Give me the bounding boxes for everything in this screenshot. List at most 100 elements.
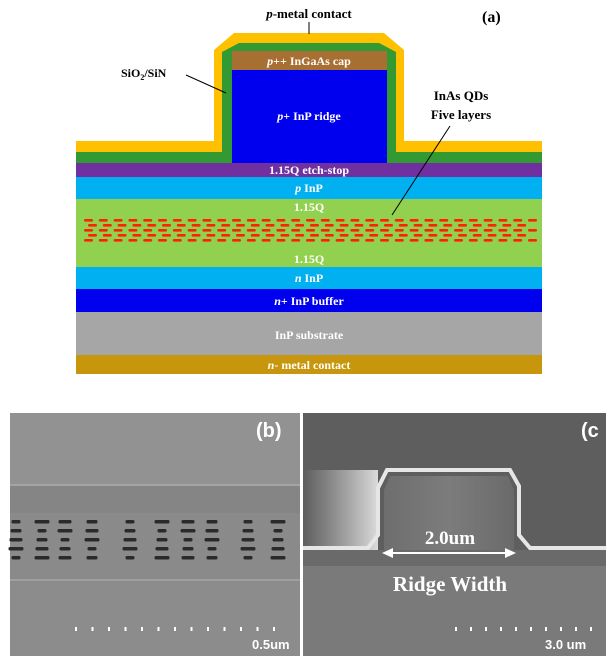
sem-dot: [125, 520, 135, 524]
scale-tick: [470, 627, 472, 631]
quantum-dot: [265, 224, 275, 227]
quantum-dot: [424, 239, 434, 242]
quantum-dot: [320, 239, 330, 242]
quantum-dot: [187, 239, 197, 242]
quantum-dot: [498, 229, 508, 232]
quantum-dot: [380, 239, 389, 242]
quantum-dot: [246, 239, 256, 242]
quantum-dot: [528, 239, 537, 242]
quantum-dot: [502, 224, 512, 227]
sem-dot: [271, 547, 285, 551]
quantum-dot: [310, 224, 319, 227]
etch-stop-label: 1.15Q etch-stop: [269, 163, 349, 177]
quantum-dot: [324, 234, 334, 237]
scale-tick: [223, 627, 226, 631]
quantum-dot: [102, 224, 112, 227]
quantum-dot: [384, 224, 393, 227]
ridge-width-value: 2.0um: [425, 528, 475, 549]
quantum-dot: [276, 229, 286, 232]
quantum-dot: [84, 239, 93, 242]
quantum-dot: [206, 224, 216, 227]
quantum-dot: [498, 239, 508, 242]
quantum-dot: [202, 229, 212, 232]
sem-dot: [9, 538, 23, 542]
quantum-dot: [409, 219, 419, 222]
panel-c-substrate: [303, 566, 606, 656]
sem-dot: [206, 520, 218, 524]
quantum-dot: [143, 219, 153, 222]
scale-tick: [91, 627, 94, 631]
quantum-dot: [365, 219, 375, 222]
quantum-dot: [502, 234, 512, 237]
quantum-dot: [88, 224, 97, 227]
quantum-dot: [202, 219, 212, 222]
quantum-dot: [143, 229, 153, 232]
quantum-dot: [369, 224, 379, 227]
quantum-dot: [424, 229, 434, 232]
quantum-dot: [369, 234, 379, 237]
sem-dot: [37, 529, 47, 533]
quantum-dot: [365, 239, 375, 242]
quantum-dot: [339, 234, 349, 237]
panel-a-label: (a): [482, 9, 501, 26]
scale-tick: [256, 627, 259, 631]
scale-tick: [500, 627, 502, 631]
sem-quantum-dots: [8, 520, 286, 560]
sem-dot: [182, 547, 194, 551]
quantum-dot: [528, 229, 537, 232]
quantum-dot: [513, 229, 523, 232]
sem-dot: [34, 556, 50, 560]
sem-dot: [34, 520, 50, 524]
quantum-dot: [335, 219, 345, 222]
sem-dot: [87, 547, 97, 551]
quantum-dot: [280, 224, 290, 227]
cap-label: p++ InGaAs cap: [266, 54, 351, 68]
quantum-dot: [310, 234, 319, 237]
panel-c-coating-outline: [303, 468, 606, 550]
sem-dot: [205, 529, 219, 533]
quantum-dot: [320, 229, 330, 232]
dielectric-pointer: [185, 74, 227, 94]
ingaas-cap-layer: [232, 51, 387, 70]
quantum-dot: [261, 239, 271, 242]
p-inp-layer: [76, 177, 542, 199]
scale-tick: [455, 627, 457, 631]
quantum-dot: [117, 224, 127, 227]
top-band: [10, 485, 300, 513]
n-plus-inp-buffer-label: n+ InP buffer: [274, 294, 344, 308]
sem-dot: [86, 520, 98, 524]
quantum-dot: [276, 219, 286, 222]
quantum-dot: [261, 229, 271, 232]
quantum-dot: [206, 234, 216, 237]
sem-dot: [86, 556, 98, 560]
quantum-dot: [306, 229, 315, 232]
quantum-dot: [409, 239, 419, 242]
quantum-dot: [428, 234, 438, 237]
n-inp-layer: [76, 267, 542, 289]
quantum-dot: [472, 224, 482, 227]
quantum-dot: [350, 239, 360, 242]
bottom-band: [10, 582, 300, 656]
quantum-dot: [335, 229, 345, 232]
quantum-dot: [162, 234, 171, 237]
quantum-dot: [187, 229, 197, 232]
sem-dot: [243, 520, 253, 524]
quantum-dot: [128, 219, 138, 222]
quantum-dot: [158, 229, 167, 232]
panel-c-sem: 2.0um Ridge Width (c 3.0 um: [303, 413, 606, 656]
sem-dot: [11, 520, 21, 524]
sem-dot: [270, 556, 286, 560]
quantum-dot: [350, 229, 360, 232]
quantum-dot: [517, 234, 527, 237]
width-arrow-left-head: [382, 548, 393, 558]
p-metal-contact-label: p-metal contact: [265, 6, 352, 21]
width-arrow-right-head: [505, 548, 516, 558]
quantum-dot: [217, 219, 227, 222]
sem-dot: [123, 538, 137, 542]
sem-dot: [154, 520, 170, 524]
quantum-dot: [413, 224, 423, 227]
quantum-dot: [398, 224, 408, 227]
sem-dot: [180, 529, 196, 533]
quantum-dot: [365, 229, 375, 232]
